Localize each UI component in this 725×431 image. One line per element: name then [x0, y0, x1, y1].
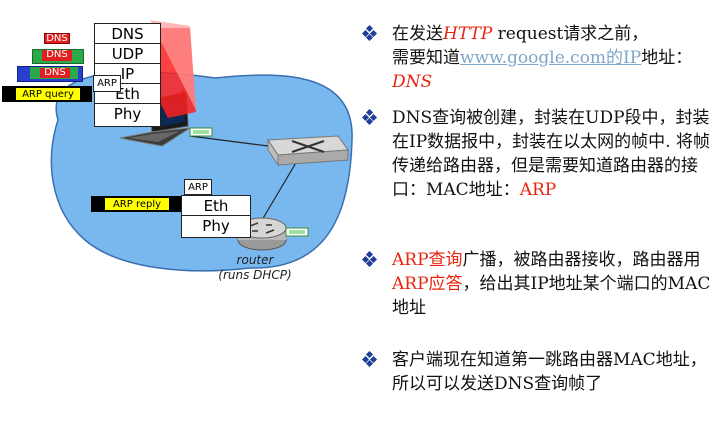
bullet-1-text: 在发送HTTP request请求之前， 需要知道www.google.com的… [392, 24, 693, 92]
dns-tag-2: DNS [42, 50, 72, 61]
router-label-line2: (runs DHCP) [218, 268, 292, 282]
bullet-4-text: 客户端现在知道第一跳路由器MAC地址，所以可以发送DNS查询帧了 [392, 350, 707, 394]
bullet-3-text: ARP查询广播，被路由器接收，路由器用ARP应答，给出其IP地址某个端口的MAC… [392, 250, 711, 318]
layer-ip: IP [95, 64, 160, 84]
router-layer-phy: Phy [202, 217, 230, 235]
bullet-2-text: DNS查询被创建，封装在UDP段中，封装在IP数据报中，封装在以太网的帧中. 将… [392, 108, 710, 200]
layer-eth: Eth [95, 84, 160, 104]
diamond-bullet-icon [362, 109, 378, 125]
arp-reply-label: ARP reply [104, 197, 170, 211]
diamond-bullet-icon [362, 25, 378, 41]
arp-query-label: ARP query [15, 87, 81, 101]
switch-icon [267, 135, 349, 167]
router-protocol-stack: Eth Phy [181, 195, 251, 238]
layer-dns: DNS [95, 24, 160, 44]
diamond-bullet-icon [362, 251, 378, 267]
diamond-bullet-icon [362, 351, 378, 367]
layer-udp: UDP [95, 44, 160, 64]
router-label: router (runs DHCP) [205, 253, 305, 283]
router-label-line1: router [236, 253, 274, 267]
arp-box-router: ARP [184, 179, 212, 195]
dns-tag-3: DNS [40, 68, 70, 78]
dns-tag-1: DNS [44, 33, 70, 44]
router-layer-eth: Eth [182, 196, 250, 216]
network-background [50, 20, 353, 272]
arp-box-client: ARP [93, 75, 121, 92]
layer-phy: Phy [113, 105, 142, 123]
network-diagram: DNS DNS DNS ARP query DNS UDP IP Eth Phy… [0, 0, 360, 300]
google-link[interactable]: www.google.com的IP [460, 48, 642, 68]
